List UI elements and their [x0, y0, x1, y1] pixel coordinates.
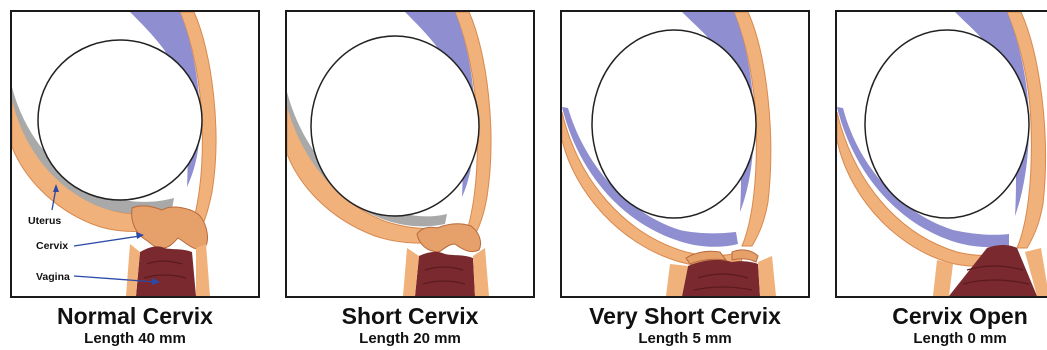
fetal-head — [865, 30, 1029, 218]
vaginal-wall — [473, 248, 489, 296]
very-short-cervix-illustration — [562, 12, 808, 296]
short-cervix-illustration — [287, 12, 533, 296]
panel-subtitle: Length 5 mm — [550, 330, 820, 348]
fetal-head — [311, 36, 479, 216]
diagram-frame: Uterus Cervix Vagina — [10, 10, 260, 298]
vaginal-canal — [949, 245, 1037, 296]
fetal-head — [592, 30, 756, 218]
panel-cervix-open: Cervix Open Length 0 mm — [835, 0, 1047, 350]
diagram-frame — [835, 10, 1047, 298]
vaginal-wall — [933, 260, 953, 296]
vaginal-canal — [136, 246, 196, 296]
panel-normal-cervix: Uterus Cervix Vagina Normal Cervix Lengt… — [10, 0, 260, 350]
panel-very-short-cervix: Very Short Cervix Length 5 mm — [560, 0, 810, 350]
vaginal-wall — [196, 244, 210, 296]
annotation-uterus: Uterus — [28, 215, 61, 227]
vaginal-canal — [415, 252, 475, 296]
cervix — [417, 224, 481, 252]
diagram-frame — [285, 10, 535, 298]
diagram-frame — [560, 10, 810, 298]
panel-title: Normal Cervix — [0, 303, 270, 329]
fetal-head — [38, 40, 202, 200]
annotation-cervix: Cervix — [36, 240, 68, 252]
annotation-vagina: Vagina — [36, 271, 70, 283]
panel-subtitle: Length 40 mm — [0, 330, 270, 348]
panel-short-cervix: Short Cervix Length 20 mm — [285, 0, 535, 350]
normal-cervix-illustration: Uterus Cervix Vagina — [12, 12, 258, 296]
panel-subtitle: Length 0 mm — [825, 330, 1047, 348]
vaginal-canal — [682, 260, 760, 296]
arrow-icon — [74, 232, 144, 246]
vaginal-wall — [758, 256, 776, 296]
panel-title: Short Cervix — [275, 303, 545, 329]
cervix — [132, 206, 208, 249]
panel-subtitle: Length 20 mm — [275, 330, 545, 348]
cervix-open-illustration — [837, 12, 1047, 296]
panel-title: Cervix Open — [825, 303, 1047, 329]
panel-title: Very Short Cervix — [550, 303, 820, 329]
